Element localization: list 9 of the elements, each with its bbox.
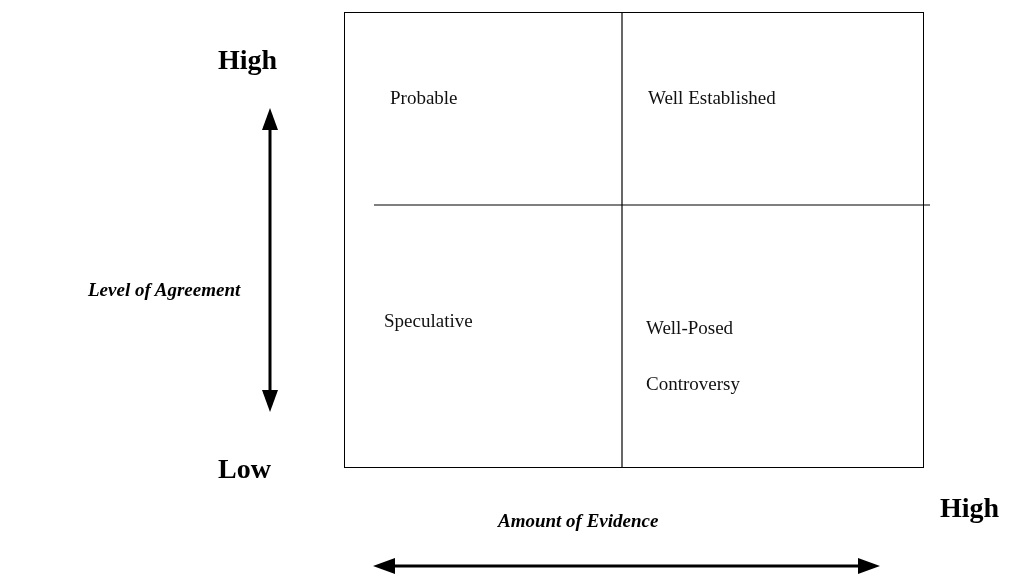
quadrant-label: Well-Posed Controversy xyxy=(646,316,741,397)
quadrant-label: Speculative xyxy=(384,309,474,333)
quadrant-label: Probable xyxy=(390,86,459,110)
scale-label: High xyxy=(218,44,278,76)
scale-label: High xyxy=(940,492,1000,524)
scale-label: Low xyxy=(218,453,271,485)
quadrant-label: Well Established xyxy=(648,86,777,110)
axis-title: Level of Agreement xyxy=(88,279,241,301)
axis-title: Amount of Evidence xyxy=(498,510,659,532)
